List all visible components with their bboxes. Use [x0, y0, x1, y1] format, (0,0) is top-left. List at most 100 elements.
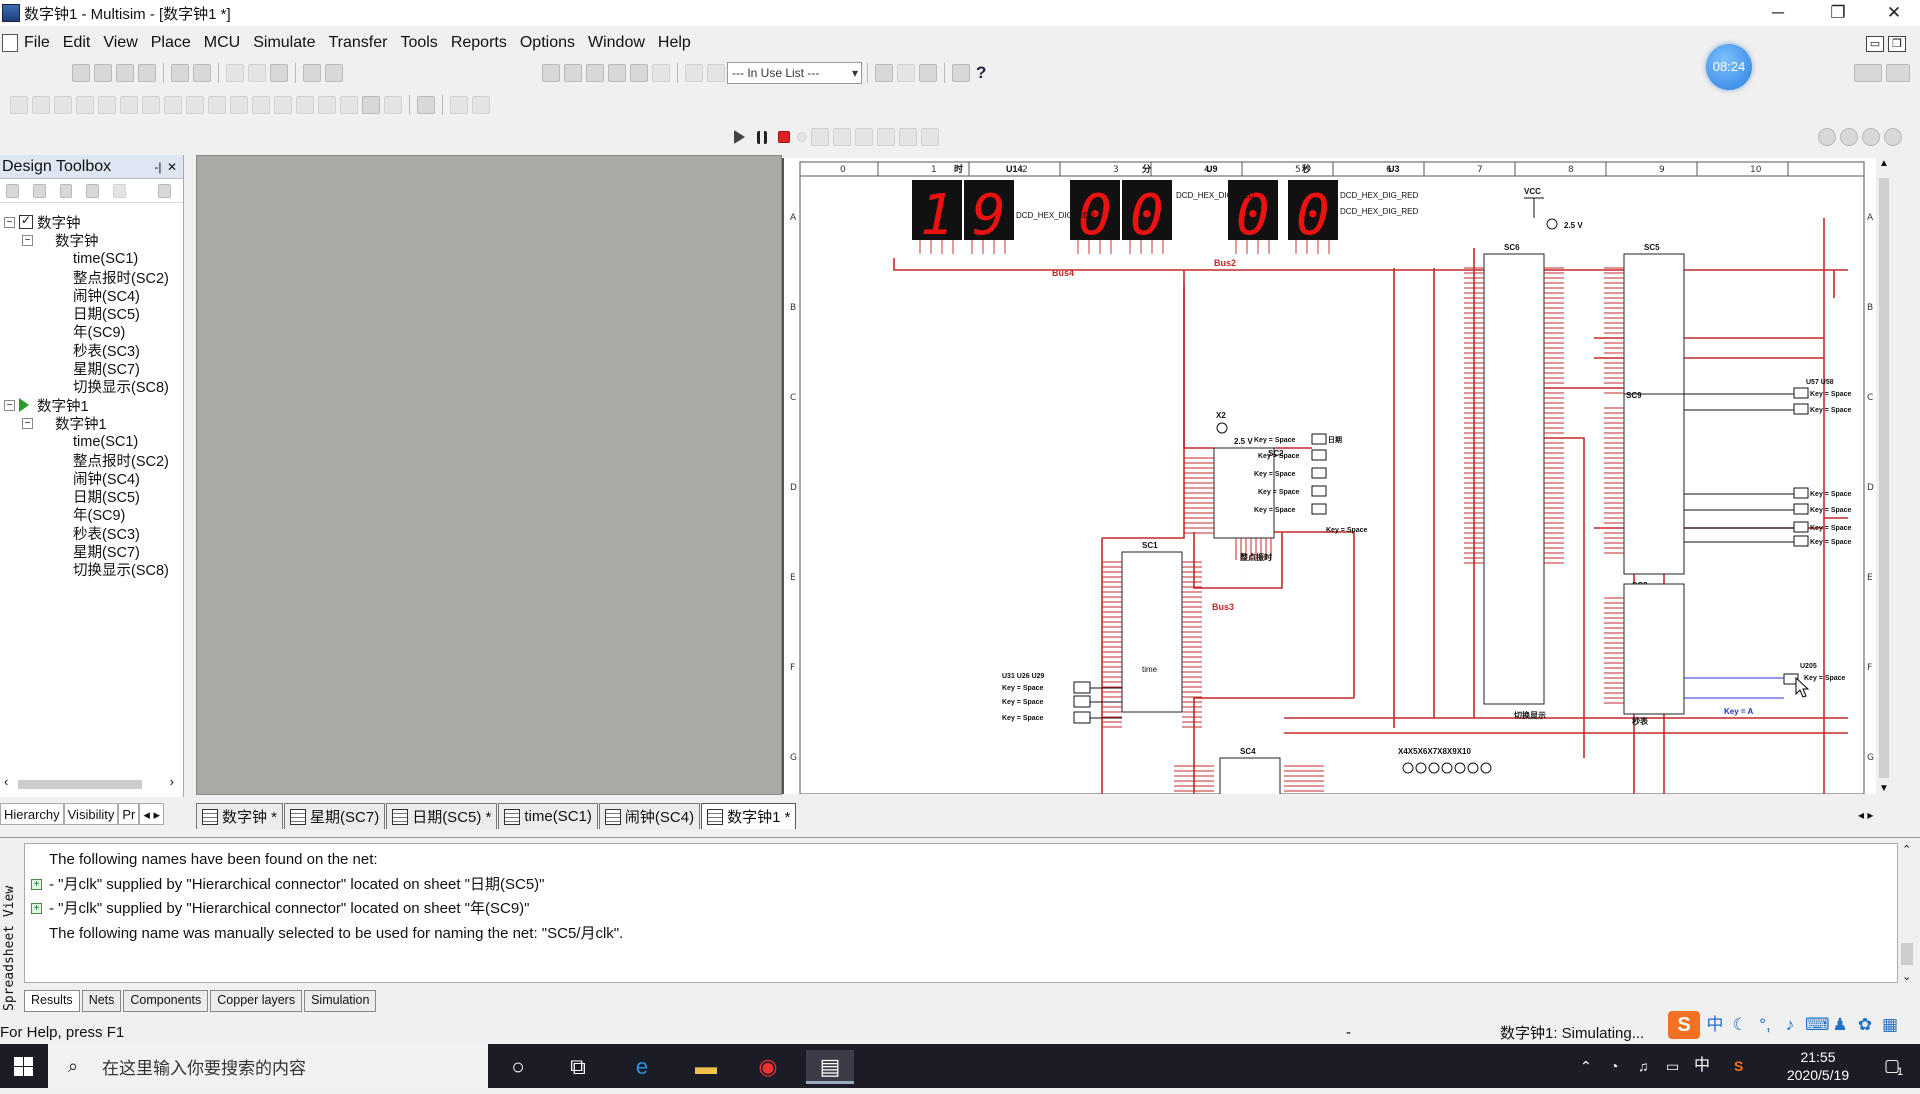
sogou-ime-logo[interactable]: S: [1668, 1011, 1700, 1039]
place-power-icon[interactable]: [252, 96, 270, 114]
place-indicator-icon[interactable]: [230, 96, 248, 114]
start-button[interactable]: [0, 1044, 48, 1088]
expand-icon[interactable]: +: [31, 878, 42, 890]
ime-grid-icon[interactable]: ▦: [1881, 1015, 1899, 1034]
postprocessor-icon[interactable]: [652, 64, 670, 82]
tree-node[interactable]: 切换显示(SC8): [0, 378, 851, 552]
tree-node[interactable]: time(SC1): [0, 433, 851, 607]
multisim-taskbar-icon[interactable]: ▤: [806, 1050, 854, 1084]
find-examples-icon[interactable]: [952, 64, 970, 82]
place-ttl-icon[interactable]: [120, 96, 138, 114]
sheet-tab[interactable]: 数字钟1 *: [701, 803, 797, 829]
spreadsheet-toggle-icon[interactable]: [564, 64, 582, 82]
open-sheet-icon[interactable]: [32, 183, 46, 198]
toggle-breakpoint-icon[interactable]: [899, 128, 917, 146]
tree-node[interactable]: 切换显示(SC8): [0, 561, 851, 735]
taskbar-clock[interactable]: 21:55 2020/5/19: [1768, 1048, 1868, 1084]
pause-simulation-icon[interactable]: [757, 130, 767, 144]
ime-chinese-mode[interactable]: 中: [1706, 1015, 1724, 1034]
undo-icon[interactable]: [303, 64, 321, 82]
taskbar-search-box[interactable]: ⌕ 在这里输入你要搜索的内容: [48, 1044, 488, 1088]
results-tab-nets[interactable]: Nets: [81, 990, 122, 1012]
volume-icon[interactable]: ♫: [1638, 1058, 1649, 1074]
print-icon[interactable]: [171, 64, 189, 82]
forward-annotate-icon[interactable]: [897, 64, 915, 82]
cut-icon[interactable]: [226, 64, 244, 82]
grid-toggle-icon[interactable]: [1854, 64, 1882, 82]
tree-node[interactable]: 星期(SC7): [0, 542, 851, 717]
stop-simulation-icon[interactable]: [778, 131, 790, 143]
zoom-out-icon[interactable]: [1840, 128, 1858, 146]
menu-window[interactable]: Window: [587, 34, 645, 51]
tree-node[interactable]: 日期(SC5): [0, 304, 851, 479]
menu-reports[interactable]: Reports: [450, 34, 507, 51]
delete-sheet-icon[interactable]: [113, 183, 127, 198]
ime-user-icon[interactable]: ♟: [1832, 1015, 1848, 1034]
tree-node[interactable]: 秒表(SC3): [0, 341, 851, 516]
multisim-app-icon[interactable]: [2, 4, 20, 22]
recording-timer-bubble[interactable]: 08:24: [1706, 44, 1752, 90]
file-explorer-icon[interactable]: ▬: [695, 1054, 717, 1079]
results-log[interactable]: The following names have been found on t…: [24, 843, 1898, 983]
minimize-button[interactable]: ─: [1771, 3, 1785, 22]
collapse-icon[interactable]: −: [22, 234, 33, 246]
tree-node[interactable]: 整点报时(SC2): [0, 268, 851, 443]
run-simulation-icon[interactable]: [734, 130, 745, 144]
remove-breakpoints-icon[interactable]: [921, 128, 939, 146]
scroll-up-icon[interactable]: ⌃: [1902, 844, 1912, 856]
tab-hierarchy[interactable]: Hierarchy: [0, 803, 64, 825]
results-scrollbar[interactable]: ⌃ ⌄: [1898, 843, 1916, 983]
menu-edit[interactable]: Edit: [62, 34, 91, 51]
zoom-area-icon[interactable]: [1862, 128, 1880, 146]
place-misc-digital-icon[interactable]: [186, 96, 204, 114]
sheet-tab[interactable]: 星期(SC7): [284, 803, 386, 829]
scroll-left-icon[interactable]: ‹: [4, 774, 9, 789]
tree-node[interactable]: 星期(SC7): [0, 359, 851, 534]
restore-button[interactable]: ❐: [1830, 3, 1846, 22]
mdi-restore-icon[interactable]: ▭: [1866, 36, 1884, 52]
save-sheet-icon[interactable]: [59, 183, 73, 198]
step-out-icon[interactable]: [855, 128, 873, 146]
menu-options[interactable]: Options: [519, 34, 575, 51]
print-preview-icon[interactable]: [193, 64, 211, 82]
document-icon[interactable]: [2, 34, 18, 52]
help-icon[interactable]: ?: [976, 63, 987, 82]
tree-node[interactable]: 秒表(SC3): [0, 524, 851, 699]
menu-transfer[interactable]: Transfer: [328, 34, 388, 51]
scroll-down-icon[interactable]: ▼: [1879, 783, 1889, 794]
notification-icon[interactable]: ▢: [1884, 1056, 1901, 1075]
place-electromechanical-icon[interactable]: [340, 96, 358, 114]
run-to-cursor-icon[interactable]: [877, 128, 895, 146]
sheet-tab[interactable]: 数字钟 *: [196, 803, 284, 829]
edge-browser-icon[interactable]: e: [635, 1054, 649, 1079]
ime-punctuation-icon[interactable]: °,: [1759, 1015, 1771, 1034]
place-mcu-icon[interactable]: [164, 96, 182, 114]
toolbox-horizontal-scrollbar[interactable]: ‹ ›: [4, 774, 174, 791]
sheet-tab[interactable]: time(SC1): [498, 803, 598, 829]
expand-icon[interactable]: +: [31, 903, 42, 914]
place-analog-icon[interactable]: [98, 96, 116, 114]
schematic-vertical-scrollbar[interactable]: ▲ ▼: [1876, 158, 1892, 794]
step-into-icon[interactable]: [811, 128, 829, 146]
close-sheet-icon[interactable]: [86, 183, 100, 198]
tab-scroll-arrows-icon[interactable]: ◂ ▸: [1858, 808, 1874, 822]
place-ni-icon[interactable]: [362, 96, 380, 114]
tree-node[interactable]: −数字钟1: [0, 396, 182, 415]
place-source-icon[interactable]: [10, 96, 28, 114]
collapse-icon[interactable]: −: [4, 216, 15, 228]
design-toolbox-toggle-icon[interactable]: [542, 64, 560, 82]
place-rf-icon[interactable]: [318, 96, 336, 114]
scroll-right-icon[interactable]: ›: [169, 774, 174, 789]
ime-indicator[interactable]: 中: [1694, 1057, 1711, 1074]
in-use-list-dropdown[interactable]: --- In Use List ---: [727, 62, 862, 84]
step-over-icon[interactable]: [833, 128, 851, 146]
copy-icon[interactable]: [248, 64, 266, 82]
tab-visibility[interactable]: Visibility: [63, 803, 119, 825]
place-misc-icon[interactable]: [274, 96, 292, 114]
place-basic-icon[interactable]: [32, 96, 50, 114]
tree-node[interactable]: 年(SC9): [0, 323, 851, 497]
save-icon[interactable]: [138, 64, 156, 82]
mdi-tile-icon[interactable]: ❐: [1888, 36, 1906, 52]
ime-mic-icon[interactable]: ♪: [1785, 1015, 1795, 1034]
